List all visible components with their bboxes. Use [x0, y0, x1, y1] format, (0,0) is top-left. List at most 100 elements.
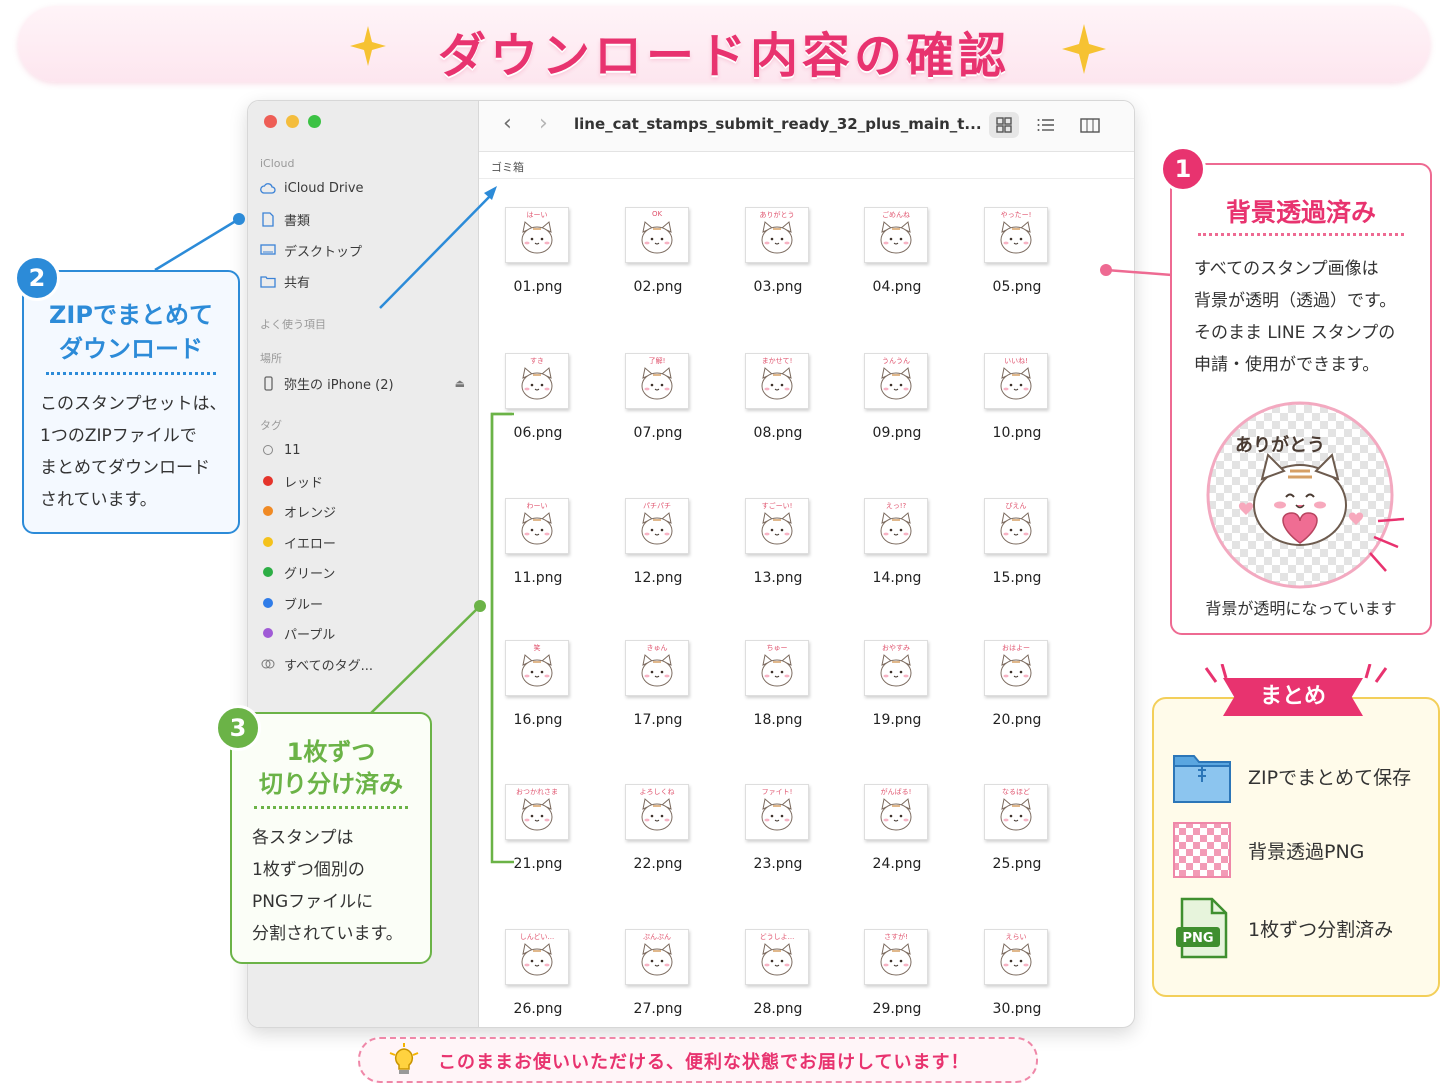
preview-caption: 背景が透明になっています — [1205, 599, 1397, 618]
stamp-text: すき — [530, 357, 544, 365]
file-name: 05.png — [992, 279, 1042, 295]
sidebar-tag-red[interactable]: レッド — [260, 469, 465, 493]
file-item[interactable]: しんどい...26.png — [483, 903, 593, 1023]
file-item[interactable]: ぴえん 15.png — [962, 472, 1072, 592]
callout-zip-download: ZIPでまとめて ダウンロード このスタンプセットは、 1つのZIPファイルで … — [22, 270, 240, 534]
sidebar-item-documents[interactable]: 書類 — [260, 207, 465, 231]
zoom-window-button[interactable] — [308, 115, 321, 128]
summary-item-split: PNG 1枚ずつ分割済み — [1172, 897, 1432, 959]
transparent-stamp-preview: ありがとう — [1206, 401, 1405, 589]
file-item[interactable]: えっ!?14.png — [842, 472, 952, 592]
stamp-text: すごーい! — [761, 502, 793, 510]
column-view-icon — [1080, 117, 1100, 133]
file-name: 10.png — [992, 425, 1042, 441]
callout-body-line: 分割されています。 — [252, 924, 403, 944]
file-thumbnail: ぴえん — [984, 498, 1048, 554]
sidebar-item-label: 11 — [284, 442, 301, 458]
sidebar-item-shared[interactable]: 共有 — [260, 269, 465, 293]
stamp-text: さすが! — [884, 933, 908, 941]
file-name: 08.png — [753, 425, 803, 441]
sidebar-tag-purple[interactable]: パープル — [260, 621, 465, 645]
icon-view-button[interactable] — [989, 112, 1019, 138]
minimize-window-button[interactable] — [286, 115, 299, 128]
file-item[interactable]: すごーい!13.png — [723, 472, 833, 592]
column-view-button[interactable] — [1075, 112, 1105, 138]
file-item[interactable]: 了解!07.png — [603, 327, 713, 447]
callout-body-line: されています。 — [40, 490, 157, 510]
forward-button[interactable]: › — [539, 111, 548, 136]
sidebar-item-label: ブルー — [284, 597, 324, 613]
file-item[interactable]: まかせて!08.png — [723, 327, 833, 447]
purple-tag-icon — [260, 625, 276, 641]
file-name: 12.png — [633, 570, 683, 586]
file-item[interactable]: やったー!05.png — [962, 181, 1072, 301]
file-thumbnail: おやすみ — [864, 640, 928, 696]
file-name: 15.png — [992, 570, 1042, 586]
file-thumbnail: 了解! — [625, 353, 689, 409]
file-name: 28.png — [753, 1001, 803, 1017]
close-window-button[interactable] — [264, 115, 277, 128]
sidebar-item-label: オレンジ — [284, 505, 337, 521]
file-thumbnail: しんどい... — [505, 929, 569, 985]
sidebar-tag-green[interactable]: グリーン — [260, 560, 465, 584]
callout-body: このスタンプセットは、 1つのZIPファイルで まとめてダウンロード されていま… — [40, 388, 227, 516]
callout-transparent-background: 背景透過済み すべてのスタンプ画像は 背景が透明（透過）です。 そのまま LIN… — [1170, 163, 1432, 635]
callout-title-line: 切り分け済み — [259, 770, 403, 798]
stamp-text: よろしくね — [639, 788, 675, 796]
list-view-button[interactable] — [1031, 112, 1061, 138]
breadcrumb-item[interactable]: ゴミ箱 — [491, 161, 524, 174]
sidebar-tag-yellow[interactable]: イエロー — [260, 530, 465, 554]
file-thumbnail: はーい — [505, 207, 569, 263]
summary-label: ZIPでまとめて保存 — [1248, 766, 1412, 789]
cat-stamp-icon — [1000, 654, 1032, 687]
cat-stamp-icon — [641, 943, 673, 976]
file-item[interactable]: がんばる!24.png — [842, 758, 952, 878]
callout-body-line: このスタンプセットは、 — [40, 394, 227, 414]
cat-stamp-icon — [1000, 221, 1032, 254]
file-name: 29.png — [872, 1001, 922, 1017]
sidebar-tag-orange[interactable]: オレンジ — [260, 499, 465, 523]
sidebar-tag-11[interactable]: 11 — [260, 438, 465, 462]
green-tag-icon — [260, 564, 276, 580]
callout-body-line: そのまま LINE スタンプの — [1194, 323, 1396, 343]
footer-text: このままお使いいただける、便利な状態でお届けしています！ — [438, 1052, 970, 1073]
file-item[interactable]: どうしよ...28.png — [723, 903, 833, 1023]
dotted-divider — [254, 806, 408, 809]
file-item[interactable]: いいね!10.png — [962, 327, 1072, 447]
cat-stamp-icon — [641, 654, 673, 687]
cat-stamp-icon — [761, 221, 793, 254]
sidebar-item-iphone[interactable]: 弥生の iPhone (2) ⏏ — [260, 371, 465, 395]
cat-stamp-icon — [641, 367, 673, 400]
file-name: 30.png — [992, 1001, 1042, 1017]
sidebar-item-icloud-drive[interactable]: iCloud Drive — [260, 176, 465, 200]
sidebar-tag-blue[interactable]: ブルー — [260, 591, 465, 615]
sidebar-item-desktop[interactable]: デスクトップ — [260, 238, 465, 262]
file-item[interactable]: ファイト!23.png — [723, 758, 833, 878]
back-button[interactable]: ‹ — [503, 111, 512, 136]
cat-stamp-icon — [761, 943, 793, 976]
cat-stamp-icon — [521, 512, 553, 545]
title-banner: ダウンロード内容の確認 — [18, 6, 1430, 84]
file-item[interactable]: さすが! 29.png — [842, 903, 952, 1023]
sidebar-tag-all[interactable]: すべてのタグ... — [260, 652, 465, 676]
file-thumbnail: OK — [625, 207, 689, 263]
eject-icon[interactable]: ⏏ — [454, 376, 465, 390]
